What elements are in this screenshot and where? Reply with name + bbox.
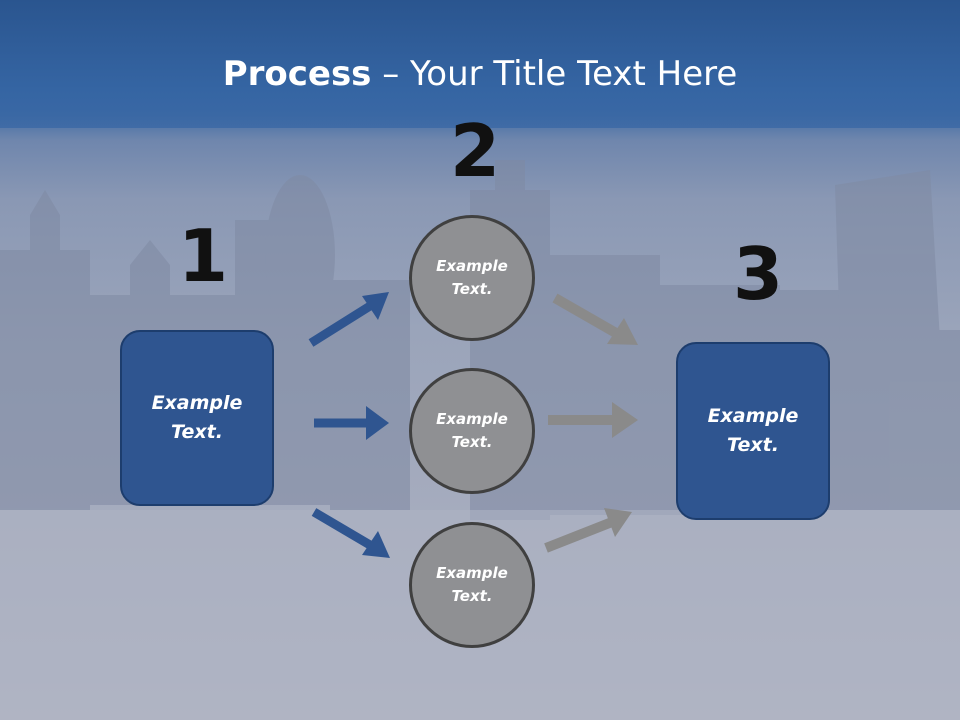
slide-title: Process – Your Title Text Here <box>0 52 960 96</box>
title-bar: Process – Your Title Text Here <box>0 0 960 128</box>
right-box-line-1: Example <box>707 405 799 427</box>
circle-3-line-2: Text. <box>451 587 493 605</box>
circle-1-line-1: Example <box>436 257 508 275</box>
right-box-line-2: Text. <box>727 434 779 456</box>
circle-2-line-2: Text. <box>451 433 493 451</box>
step-number-1: 1 <box>178 214 229 298</box>
arrow-circle-3-to-right <box>544 508 632 553</box>
circle-2-line-1: Example <box>436 410 508 428</box>
arrow-left-to-circle-2 <box>314 406 389 440</box>
arrow-left-to-circle-3 <box>311 508 390 558</box>
step-number-3: 3 <box>733 232 784 316</box>
step-number-2: 2 <box>450 109 501 193</box>
arrow-left-to-circle-1 <box>308 292 389 347</box>
title-bold: Process <box>222 54 372 94</box>
title-rest: – Your Title Text Here <box>371 54 738 94</box>
arrow-circle-2-to-right <box>548 402 638 438</box>
left-box-line-2: Text. <box>171 421 223 443</box>
circle-3-line-1: Example <box>436 564 508 582</box>
left-box-line-1: Example <box>151 392 243 414</box>
circle-1-line-2: Text. <box>451 280 493 298</box>
arrow-circle-1-to-right <box>552 293 638 345</box>
